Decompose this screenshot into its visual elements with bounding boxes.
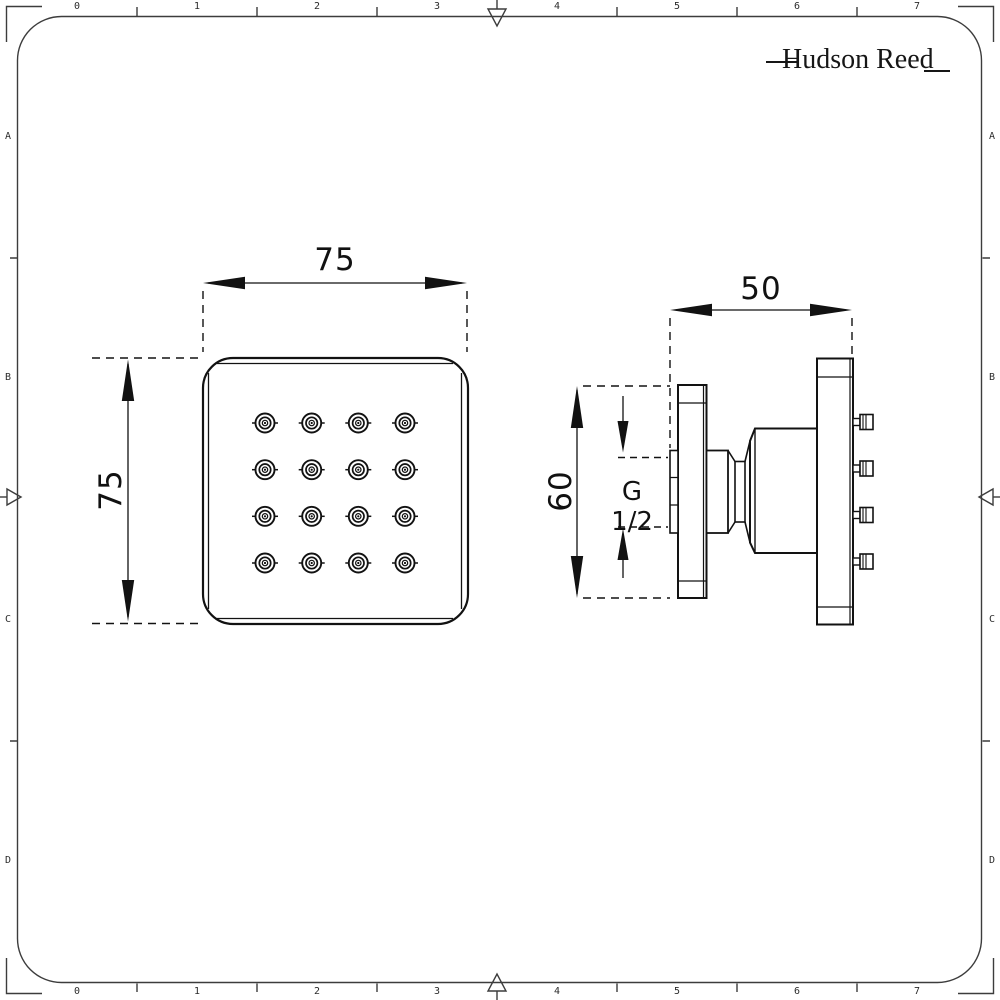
front-width-dimension [202,276,468,352]
ruler-label-top-7: 7 [913,1,921,12]
ruler-label-bottom-6: 6 [793,986,801,997]
ruler-label-top-0: 0 [73,1,81,12]
trim-mark-top-left [5,5,42,42]
arrowhead-right [810,303,852,317]
center-mark-right [977,487,1000,507]
arrowhead-up [121,359,135,401]
extension-lines [669,318,853,448]
trim-mark-bottom-left [5,958,42,995]
arrowhead-right [425,276,467,290]
ruler-label-bottom-5: 5 [673,986,681,997]
front-height-dimension-label: 75 [93,469,129,511]
arrowhead-left [670,303,712,317]
ruler-label-bottom-0: 0 [73,986,81,997]
center-mark-left [0,487,23,507]
ruler-label-top-1: 1 [193,1,201,12]
side-neck-cone [727,450,736,534]
side-height-dimension [570,385,670,599]
trim-mark-bottom-right [958,958,995,995]
grid-ref-left-a: A [4,131,12,142]
arrowhead-down [570,556,584,598]
brand-logo-left-rule [766,61,798,63]
side-neck [734,460,746,523]
grid-ref-left-c: C [4,614,12,625]
front-faceplate-edge-detail [207,362,463,620]
grid-ref-left-b: B [4,372,12,383]
ruler-label-top-5: 5 [673,1,681,12]
side-hub [705,449,729,534]
arrowhead-left [203,276,245,290]
side-faceplate [816,357,854,626]
ruler-label-bottom-1: 1 [193,986,201,997]
grid-ref-right-c: C [988,614,996,625]
side-thread-lines [670,476,678,506]
thread-dimension-arrows [617,396,668,578]
side-body [749,427,818,554]
ruler-label-bottom-2: 2 [313,986,321,997]
arrowhead-down [617,421,629,453]
arrowhead-up [570,386,584,428]
grid-ref-left-d: D [4,855,12,866]
grid-ref-right-d: D [988,855,996,866]
side-nozzles [852,413,874,570]
center-mark-bottom [486,972,508,1000]
side-view [669,357,874,626]
extension-lines [583,385,670,599]
ruler-label-top-3: 3 [433,1,441,12]
ruler-ticks-left [10,257,18,742]
thread-extent-lines [618,456,668,528]
side-faceplate-chamfers [817,376,853,608]
front-height-dimension [92,357,200,625]
front-width-dimension-label: 75 [314,242,356,278]
center-mark-top [486,0,508,28]
front-faceplate-outline [201,356,470,626]
grid-ref-right-a: A [988,131,996,142]
ruler-ticks-bottom [136,983,858,992]
ruler-label-top-6: 6 [793,1,801,12]
ruler-ticks-top [136,7,858,17]
ruler-label-top-2: 2 [313,1,321,12]
side-depth-dimension [669,303,853,448]
side-thread-inlet [669,449,679,534]
thread-size-label: G 1/2 [611,477,653,537]
extension-lines [202,291,468,352]
side-height-dimension-label: 60 [543,470,579,512]
ruler-label-bottom-4: 4 [553,986,561,997]
brand-logo-right-rule [924,70,950,72]
ruler-ticks-right [982,257,990,742]
ruler-label-bottom-7: 7 [913,986,921,997]
side-wall-flange [677,384,708,599]
ruler-label-bottom-3: 3 [433,986,441,997]
ruler-label-top-4: 4 [553,1,561,12]
extension-lines [92,357,200,625]
brand-logo-text: Hudson Reed [782,44,934,75]
arrowhead-down [121,580,135,622]
side-wall-flange-chamfers [678,402,707,582]
side-depth-dimension-label: 50 [740,271,782,307]
grid-ref-right-b: B [988,372,996,383]
trim-mark-top-right [958,5,995,42]
arrowhead-up [617,528,629,560]
front-view [201,356,470,626]
